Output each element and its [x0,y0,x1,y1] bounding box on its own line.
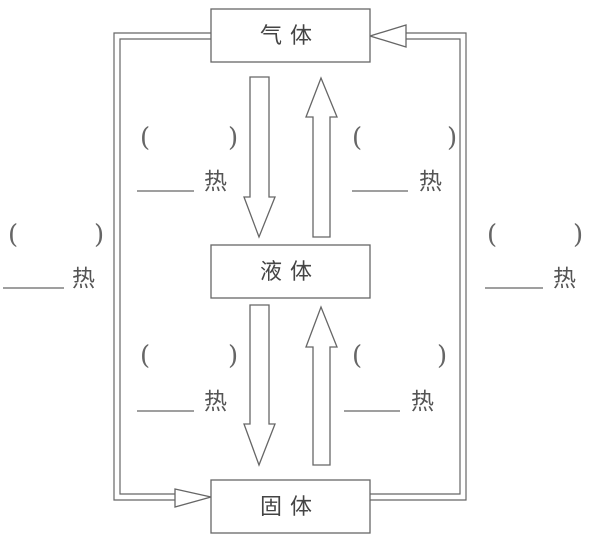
blank-label-deposition: ( ) 热 [3,220,104,292]
solid-label: 固体 [260,495,320,520]
paren-close: ) [573,220,583,250]
gas-label: 气体 [260,24,320,49]
blank-label-condensation: ( ) 热 [137,123,238,195]
deposition-path [113,32,212,508]
paren-close: ) [94,220,104,250]
paren-close: ) [228,341,238,371]
vaporization-arrow [305,76,338,238]
blank-label-solidification: ( ) 热 [137,341,238,415]
liquid-label: 液体 [260,260,320,285]
paren-close: ) [437,341,447,371]
melting-arrow [305,305,338,466]
paren-open: ( [487,220,497,250]
paren-open: ( [352,123,362,153]
heat-label: 热 [204,389,227,415]
blank-label-sublimation: ( ) 热 [485,220,583,292]
heat-label: 热 [72,266,95,292]
solid-box: 固体 [210,479,371,534]
sublimation-path [367,24,467,501]
sublimation-arrowhead [367,24,407,48]
solidification-arrow [243,304,276,467]
blank-label-melting: ( ) 热 [344,341,447,415]
heat-label: 热 [411,389,434,415]
paren-open: ( [352,341,362,371]
paren-open: ( [140,341,150,371]
paren-close: ) [447,123,457,153]
heat-label: 热 [553,266,576,292]
deposition-arrowhead [174,488,212,508]
paren-open: ( [8,220,18,250]
condensation-arrow [243,76,276,239]
heat-label: 热 [204,169,227,195]
paren-close: ) [228,123,238,153]
liquid-box: 液体 [210,244,371,299]
blank-label-vaporization: ( ) 热 [352,123,457,195]
gas-box: 气体 [210,8,371,63]
heat-label: 热 [419,169,442,195]
paren-open: ( [140,123,150,153]
